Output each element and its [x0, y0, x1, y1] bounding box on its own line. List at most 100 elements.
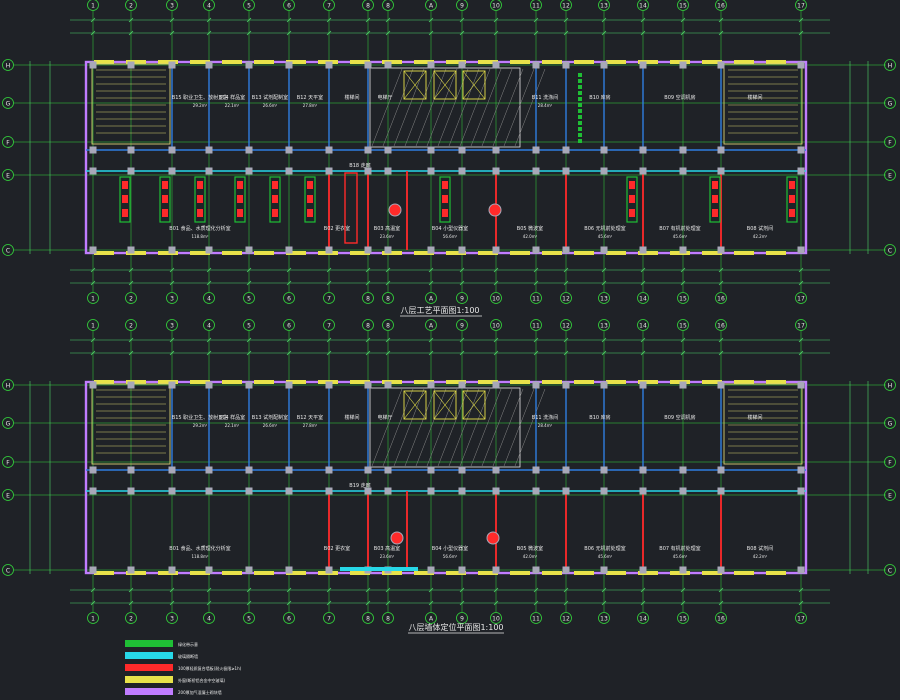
top-column-pillar	[458, 167, 466, 175]
top-dimension-tick	[640, 30, 646, 36]
top-bench-fixture	[712, 195, 718, 203]
top-green-strip	[578, 73, 582, 77]
bot-window-north	[222, 380, 242, 384]
top-elevator-shaft	[403, 70, 427, 100]
bot-column-pillar	[127, 381, 135, 389]
bot-column-pillar	[205, 381, 213, 389]
bot-window-north	[702, 380, 722, 384]
bot-col-axis-label-top: 17	[797, 323, 805, 330]
top-bench-fixture	[122, 195, 128, 203]
top-col-axis-bubble-top	[637, 0, 649, 11]
bot-column-pillar	[600, 466, 608, 474]
top-row-axis-label-left: G	[6, 101, 11, 108]
bot-room-north-name: B12 天平室	[297, 414, 323, 421]
top-col-axis-label-bottom: 11	[532, 296, 540, 303]
bot-col-axis-label-top: 8	[386, 323, 390, 330]
bot-room-south-name: B07 有机前处理室	[659, 545, 700, 552]
top-dimension-tick	[365, 17, 371, 23]
bot-window-south	[94, 571, 114, 575]
top-column-pillar	[679, 61, 687, 69]
bot-column-pillar	[679, 466, 687, 474]
top-dimension-tick	[206, 280, 212, 286]
bot-window-south	[382, 571, 402, 575]
top-col-axis-bubble-bottom	[530, 292, 542, 304]
bot-elevator-shaft	[433, 390, 457, 420]
top-dimension-tick	[493, 30, 499, 36]
bot-room-south-area: 23.6m²	[380, 554, 395, 559]
top-lab-bench	[269, 176, 281, 223]
bot-dimension-tick	[385, 600, 391, 606]
bot-window-south	[190, 571, 210, 575]
bot-corridor-label: B19 走廊	[349, 482, 370, 489]
top-col-axis-bubble-top	[598, 0, 610, 11]
bot-column-pillar	[639, 466, 647, 474]
top-column-pillar	[205, 167, 213, 175]
bot-col-axis-label-top: 7	[327, 323, 331, 330]
top-core-hatch	[492, 68, 524, 147]
bot-col-axis-label-top: 9	[460, 323, 464, 330]
bot-col-axis-label-bottom: 6	[287, 616, 291, 623]
top-dimension-tick	[286, 17, 292, 23]
bot-dimension-tick	[326, 350, 332, 356]
bot-window-north	[254, 380, 274, 384]
top-column-pillar	[458, 146, 466, 154]
top-column-pillar	[427, 146, 435, 154]
bot-room-north-area: 26.6m²	[263, 423, 278, 428]
top-col-axis-bubble-top	[87, 0, 99, 11]
top-elevator-shaft	[433, 70, 457, 100]
top-green-strip	[578, 79, 582, 83]
bot-room-north-area: 27.8m²	[303, 423, 318, 428]
top-column-pillar	[427, 61, 435, 69]
top-column-pillar	[492, 146, 500, 154]
bot-col-axis-bubble-top	[677, 319, 689, 331]
top-fume-hood	[488, 203, 502, 217]
top-core-hatch	[426, 68, 458, 147]
top-column-pillar	[717, 146, 725, 154]
bot-core-hatch	[382, 388, 414, 467]
legend-label: 绿化带示意	[178, 641, 198, 647]
bot-core-hatch	[459, 388, 491, 467]
bot-dimension-tick	[428, 337, 434, 343]
bot-col-axis-bubble-bottom	[125, 612, 137, 624]
bot-window-north	[510, 380, 530, 384]
bot-window-south	[446, 571, 466, 575]
top-window-north	[382, 60, 402, 64]
bot-room-south-name: B05 微波室	[517, 545, 543, 552]
top-bench-fixture	[712, 209, 718, 217]
bot-row-axis-bubble-left	[2, 456, 14, 468]
bot-col-axis-bubble-top	[530, 319, 542, 331]
top-green-strip	[578, 103, 582, 107]
bot-col-axis-label-top: 12	[562, 323, 570, 330]
top-dimension-tick	[563, 267, 569, 273]
top-col-axis-label-bottom: 5	[247, 296, 251, 303]
top-column-pillar	[364, 246, 372, 254]
bot-col-axis-bubble-top	[456, 319, 468, 331]
top-dimension-tick	[385, 17, 391, 23]
bot-col-axis-label-bottom: 2	[129, 616, 133, 623]
top-room-north-name: B14 样品室	[219, 94, 245, 101]
bot-column-pillar	[89, 487, 97, 495]
top-dimension-tick	[718, 280, 724, 286]
top-column-pillar	[639, 167, 647, 175]
top-col-axis-label-bottom: 12	[562, 296, 570, 303]
top-column-pillar	[245, 61, 253, 69]
top-lab-bench	[709, 176, 721, 223]
bot-col-axis-label-bottom: 8	[386, 616, 390, 623]
top-dimension-tick	[365, 280, 371, 286]
bot-dimension-tick	[169, 600, 175, 606]
top-dimension-tick	[459, 267, 465, 273]
bot-dimension-tick	[533, 350, 539, 356]
bot-column-pillar	[245, 381, 253, 389]
top-col-axis-label-top: 16	[717, 3, 725, 10]
bot-dimension-tick	[246, 587, 252, 593]
bot-col-axis-bubble-bottom	[530, 612, 542, 624]
bot-row-axis-label-left: E	[6, 493, 10, 500]
bot-window-north	[126, 380, 146, 384]
top-dimension-tick	[385, 267, 391, 273]
top-bench-fixture	[237, 209, 243, 217]
bot-dimension-tick	[365, 337, 371, 343]
top-col-axis-bubble-top	[715, 0, 727, 11]
bot-dimension-tick	[286, 350, 292, 356]
top-col-axis-label-bottom: 3	[170, 296, 174, 303]
top-column-pillar	[639, 246, 647, 254]
